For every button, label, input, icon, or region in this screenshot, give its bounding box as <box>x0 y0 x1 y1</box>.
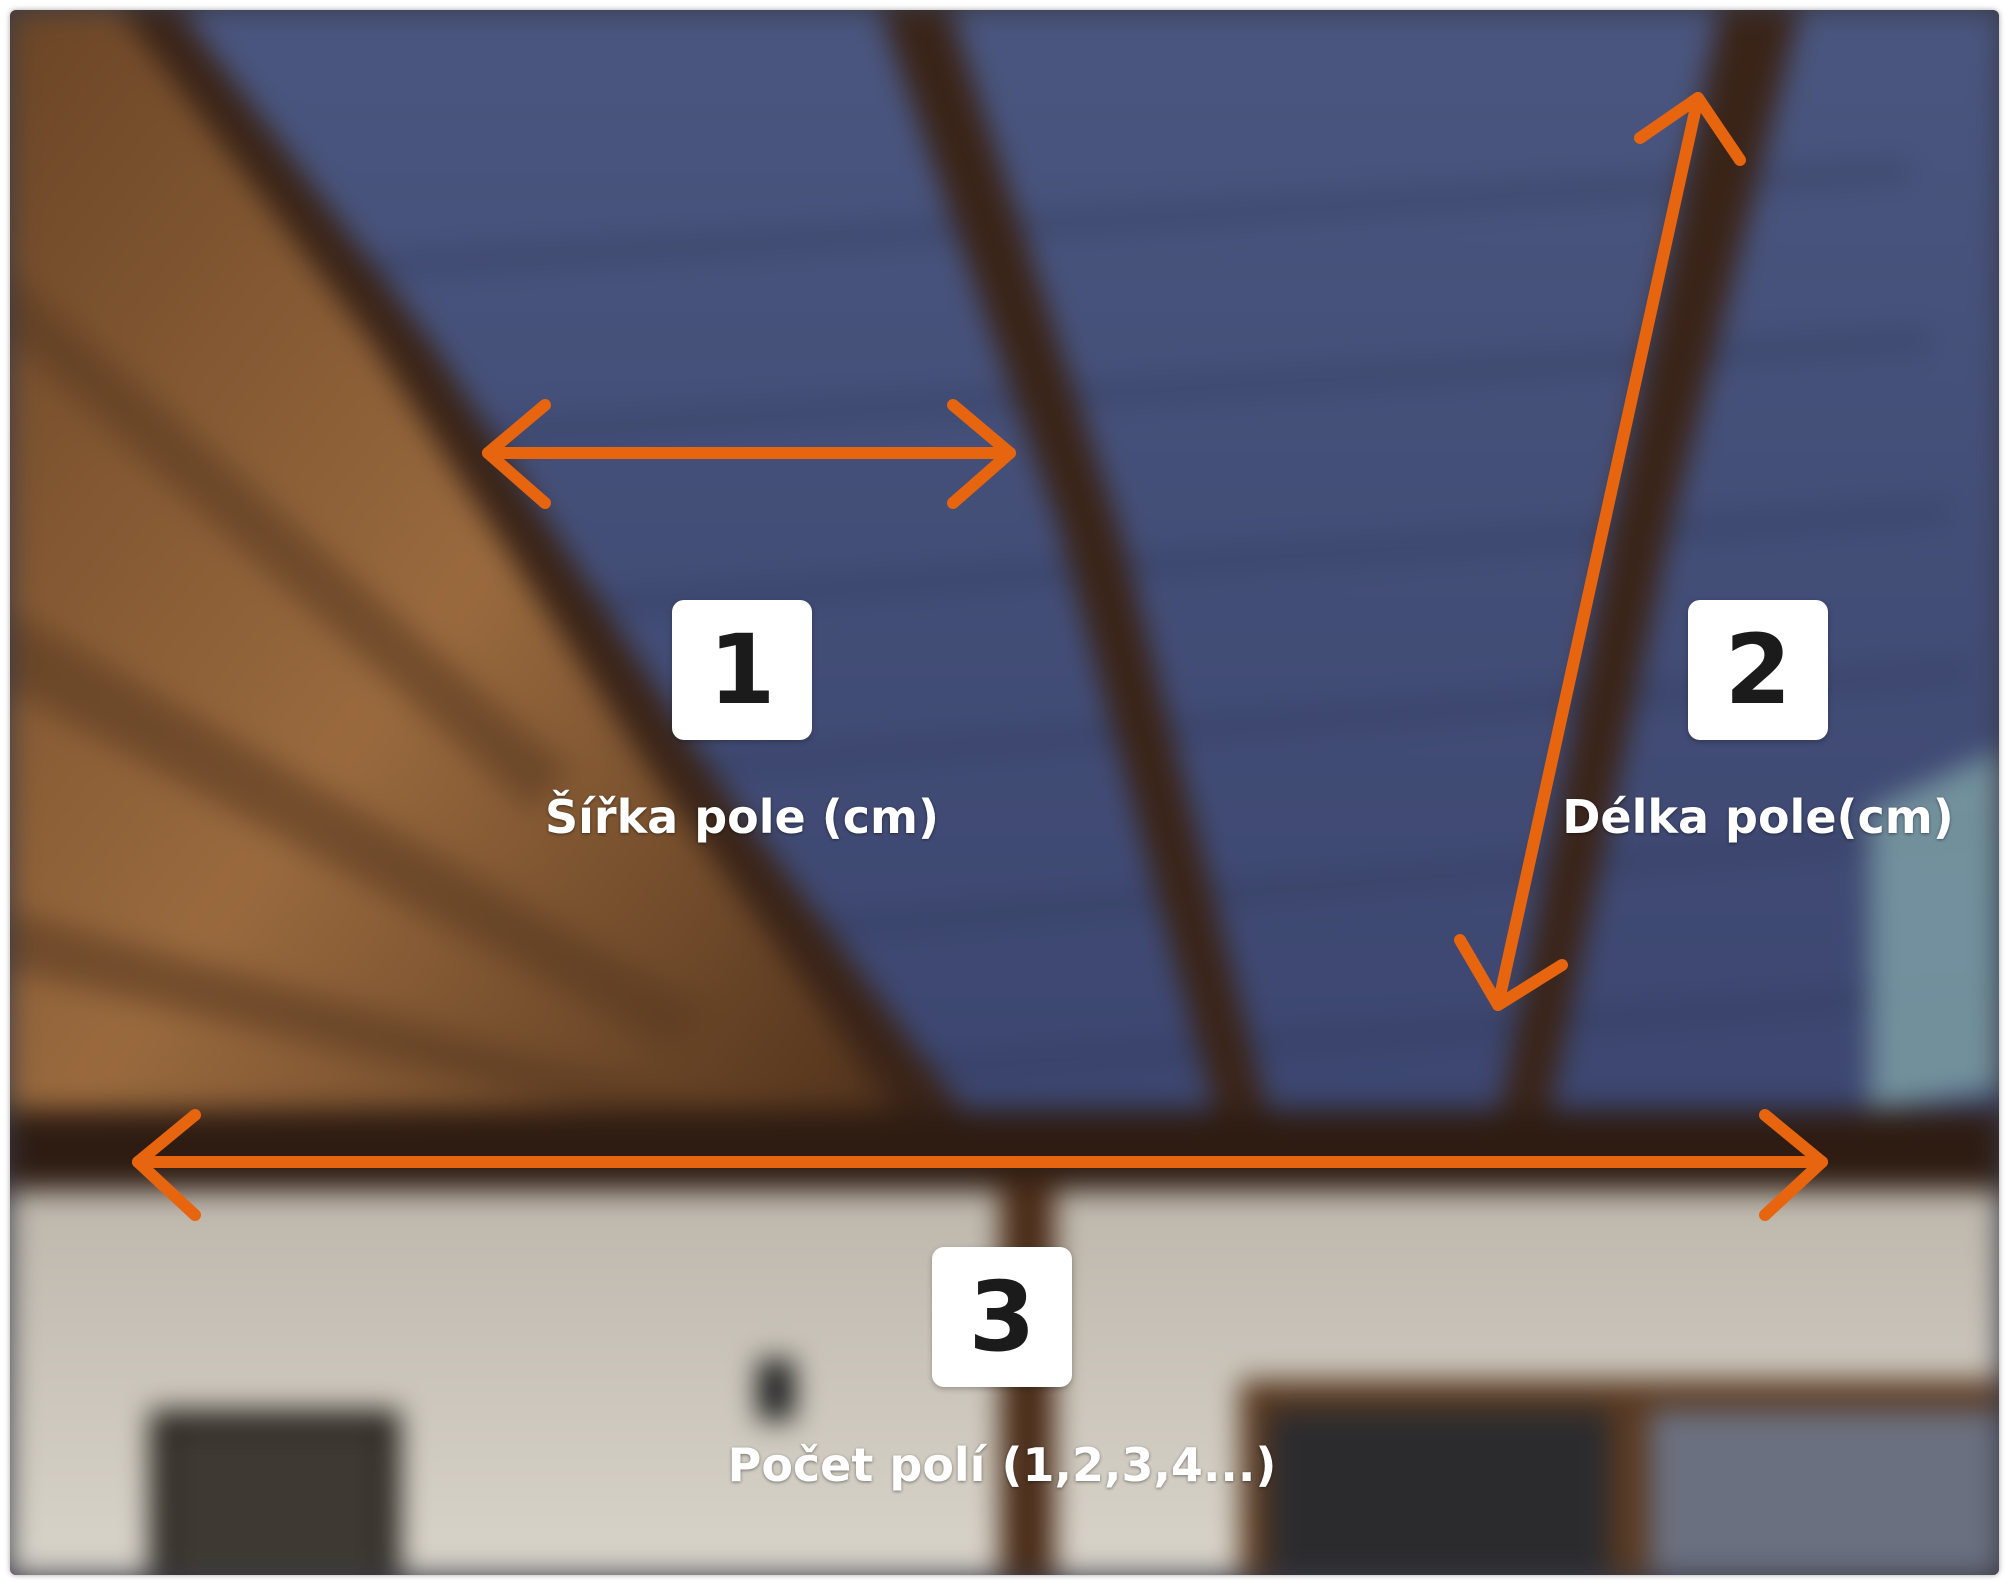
badge-2-number: 2 <box>1724 614 1792 726</box>
wall-lamp <box>758 1360 794 1420</box>
badge-2: 2 <box>1688 600 1828 740</box>
reed-shade <box>10 10 910 1190</box>
badge-3-number: 3 <box>968 1261 1036 1373</box>
caption-length: Délka pole(cm) <box>1562 790 1954 844</box>
caption-count: Počet polí (1,2,3,4...) <box>727 1438 1277 1492</box>
pergola-photo <box>10 10 1999 1575</box>
badge-1: 1 <box>672 600 812 740</box>
left-beam <box>120 10 970 1130</box>
width-arrow <box>482 399 1016 509</box>
count-arrow <box>132 1109 1828 1221</box>
badge-1-number: 1 <box>708 614 776 726</box>
length-arrow <box>1454 92 1746 1011</box>
badge-3: 3 <box>932 1247 1072 1387</box>
measurement-overlay <box>132 92 1828 1221</box>
right-rafter <box>1500 10 1800 1110</box>
fabric-folds <box>309 159 1991 1081</box>
caption-width: Šířka pole (cm) <box>545 790 939 844</box>
middle-rafter <box>880 10 1270 1130</box>
photo-frame: 1 Šířka pole (cm) 2 Délka pole(cm) 3 Poč… <box>10 10 1999 1575</box>
cross-beam <box>10 1110 1999 1190</box>
